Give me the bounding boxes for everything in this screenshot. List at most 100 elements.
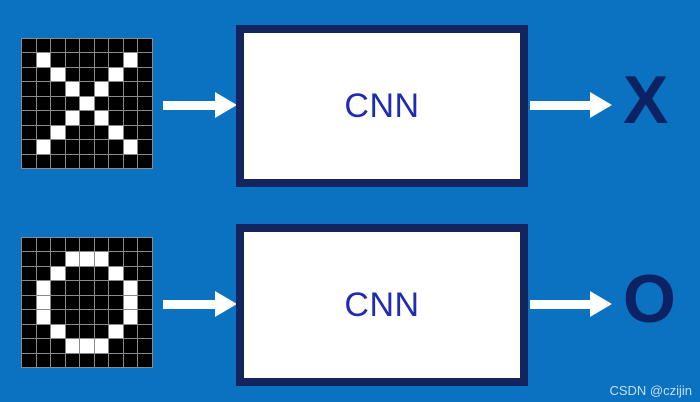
pixel-cell <box>94 252 109 266</box>
pixel-cell <box>65 324 80 339</box>
pixel-cell <box>80 339 94 353</box>
pixel-cell <box>94 238 109 252</box>
pixel-cell <box>36 154 51 168</box>
pixel-cell <box>51 252 65 266</box>
pixel-cell <box>138 252 152 266</box>
pixel-cell <box>123 353 138 367</box>
pixel-cell <box>80 252 94 266</box>
pixel-cell <box>65 310 80 324</box>
pixel-cell <box>22 339 36 353</box>
pixel-cell <box>51 125 65 140</box>
pixel-cell <box>138 266 152 281</box>
pixel-cell <box>65 125 80 140</box>
cnn-block-bottom[interactable]: CNN <box>236 224 528 386</box>
pixel-cell <box>80 266 94 281</box>
pixel-cell <box>36 310 51 324</box>
pixel-cell <box>138 140 152 154</box>
pixel-cell <box>51 82 65 96</box>
pixel-cell <box>80 295 94 310</box>
pixel-cell <box>109 295 123 310</box>
pixel-cell <box>51 39 65 53</box>
pixel-cell <box>80 140 94 154</box>
pixel-cell <box>22 252 36 266</box>
pixel-cell <box>123 125 138 140</box>
pixel-cell <box>123 82 138 96</box>
pixel-cell <box>123 252 138 266</box>
pixel-cell <box>109 266 123 281</box>
pixel-cell <box>22 67 36 82</box>
pixel-cell <box>36 53 51 67</box>
output-arrow-x <box>530 92 612 118</box>
pixel-cell <box>80 310 94 324</box>
pixel-cell <box>123 310 138 324</box>
pixel-cell <box>65 111 80 125</box>
pixel-cell <box>138 96 152 111</box>
pixel-cell <box>22 310 36 324</box>
pixel-cell <box>51 353 65 367</box>
pixel-cell <box>65 353 80 367</box>
pixel-cell <box>80 238 94 252</box>
pixel-cell <box>51 96 65 111</box>
pixel-cell <box>123 266 138 281</box>
pixel-cell <box>109 111 123 125</box>
pixel-cell <box>65 53 80 67</box>
pixel-cell <box>80 154 94 168</box>
arrow-shaft <box>530 299 591 309</box>
pixel-cell <box>123 295 138 310</box>
pixel-cell <box>36 125 51 140</box>
pixel-cell <box>138 353 152 367</box>
pixel-cell <box>36 339 51 353</box>
pixel-cell <box>65 39 80 53</box>
pixel-cell <box>109 353 123 367</box>
pixel-cell <box>36 252 51 266</box>
pixel-cell <box>22 96 36 111</box>
pixel-cell <box>94 353 109 367</box>
arrow-shaft <box>163 100 216 110</box>
pixel-cell <box>51 339 65 353</box>
pixel-cell <box>36 281 51 295</box>
pixel-cell <box>80 39 94 53</box>
pixel-cell <box>36 353 51 367</box>
pixel-cell <box>94 53 109 67</box>
pixel-cell <box>80 111 94 125</box>
pixel-cell <box>80 96 94 111</box>
input-arrow-x <box>163 92 237 118</box>
pixel-cell <box>109 252 123 266</box>
pixel-cell <box>22 238 36 252</box>
output-label-o: O <box>623 261 676 337</box>
cnn-block-top[interactable]: CNN <box>236 25 528 187</box>
pixel-cell <box>138 67 152 82</box>
pixel-cell <box>65 154 80 168</box>
pixel-cell <box>51 238 65 252</box>
pixel-cell <box>22 82 36 96</box>
pixel-cell <box>65 238 80 252</box>
pixel-cell <box>109 125 123 140</box>
pixel-cell <box>109 140 123 154</box>
pixel-cell <box>123 324 138 339</box>
pixel-cell <box>22 324 36 339</box>
pixel-cell <box>65 339 80 353</box>
pixel-cell <box>51 310 65 324</box>
pixel-cell <box>94 281 109 295</box>
pixel-cell <box>138 82 152 96</box>
arrow-head-icon <box>590 291 612 317</box>
x-pattern-grid <box>21 38 153 169</box>
cnn-label-top: CNN <box>344 87 420 125</box>
pixel-cell <box>22 111 36 125</box>
pixel-cell <box>22 353 36 367</box>
pixel-cell <box>22 140 36 154</box>
pixel-cell <box>109 96 123 111</box>
pixel-cell <box>109 82 123 96</box>
pixel-cell <box>109 339 123 353</box>
pixel-cell <box>36 67 51 82</box>
pixel-cell <box>51 295 65 310</box>
pixel-cell <box>94 140 109 154</box>
pixel-cell <box>22 53 36 67</box>
pixel-cell <box>94 339 109 353</box>
pixel-cell <box>65 67 80 82</box>
pixel-cell <box>94 266 109 281</box>
cnn-label-bottom: CNN <box>344 286 420 324</box>
pixel-cell <box>123 53 138 67</box>
pixel-cell <box>80 53 94 67</box>
